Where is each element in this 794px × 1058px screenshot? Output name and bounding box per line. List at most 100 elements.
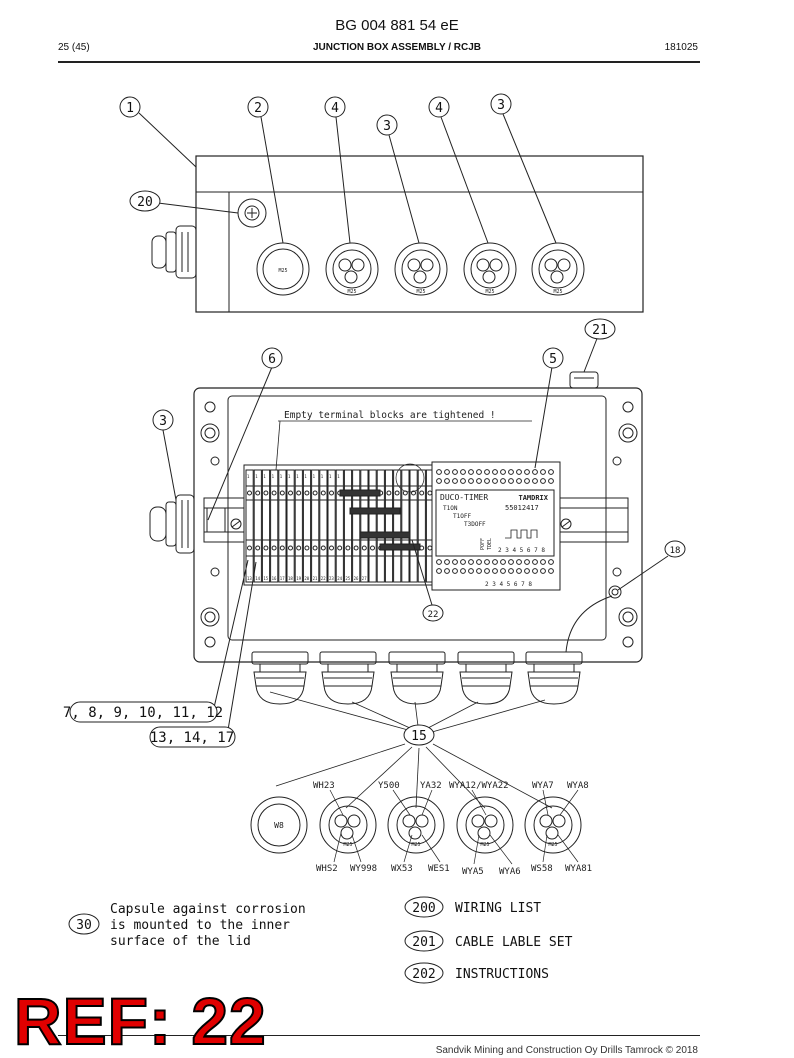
gland-size-label: M25	[416, 289, 425, 295]
callout-label: 21	[592, 323, 608, 338]
callout-label: 3	[497, 98, 505, 113]
timer-dot	[484, 469, 490, 475]
wire-label-leaders	[329, 789, 579, 865]
timer-dot	[524, 568, 530, 574]
terminal-number: 16	[272, 576, 277, 581]
timer-dot	[444, 478, 450, 484]
timer-dot	[468, 469, 474, 475]
terminal-number: 1	[329, 474, 332, 479]
timer-dot	[460, 559, 466, 565]
timer-dot	[548, 559, 554, 565]
gland-w8: W8	[250, 796, 308, 854]
legend-cable-label-set: CABLE LABLE SET	[455, 935, 573, 950]
terminal-number: 24	[337, 576, 342, 581]
timer-dot	[500, 568, 506, 574]
leader-line	[162, 429, 177, 501]
callout-label: 4	[331, 101, 339, 116]
timer-dot	[500, 559, 506, 565]
callout-20: 20	[129, 190, 161, 212]
callout-15: 15	[403, 724, 435, 746]
callout-3b: 3	[490, 93, 512, 115]
timer-dot	[460, 478, 466, 484]
callout-label: 6	[268, 352, 276, 367]
timer-dot	[524, 478, 530, 484]
timer-dot	[508, 559, 514, 565]
leader-line	[226, 561, 257, 737]
callout-label: 7, 8, 9, 10, 11, 12	[63, 705, 223, 721]
box-inner-outline	[227, 395, 607, 641]
terminal-number: 1	[280, 474, 283, 479]
timer-dot	[532, 559, 538, 565]
timer-dot	[468, 478, 474, 484]
timer-dot	[508, 478, 514, 484]
timer-dot	[492, 469, 498, 475]
gland-c: M25	[456, 796, 514, 854]
timer-tdel: TDEL	[487, 538, 493, 550]
callout-label: 202	[412, 967, 435, 982]
timer-dot	[540, 568, 546, 574]
timer-dot	[468, 568, 474, 574]
jumper-bar	[349, 507, 401, 515]
leader-line	[411, 539, 433, 606]
earth-wire	[565, 595, 613, 653]
terminal-block	[327, 469, 336, 583]
callout-label: 200	[412, 901, 435, 916]
timer-part-number: 55012417	[505, 504, 539, 512]
wire-label: WES1	[428, 864, 450, 874]
page-title: JUNCTION BOX ASSEMBLY / RCJB	[313, 42, 481, 53]
timer-waveform	[505, 529, 538, 539]
wire-label: YA32	[420, 781, 442, 791]
timer-dot	[476, 568, 482, 574]
wire-label: WHS2	[316, 864, 338, 874]
document-number: BG 004 881 54 eE	[335, 17, 459, 34]
wire-label: WS58	[531, 864, 553, 874]
timer-name: DUCO-TIMER	[440, 493, 488, 502]
gland-w8-label: W8	[274, 821, 284, 830]
timer-dot	[532, 478, 538, 484]
callout-22: 22	[422, 604, 444, 622]
terminal-block	[360, 469, 369, 583]
terminal-number: 1	[296, 474, 299, 479]
timer-dot	[460, 568, 466, 574]
box-bottom-glands	[251, 651, 583, 705]
callout-label: 1	[126, 101, 134, 116]
terminal-block	[294, 469, 303, 583]
callout-21: 21	[584, 318, 616, 340]
timer-dot	[516, 469, 522, 475]
terminal-number: 15	[263, 576, 268, 581]
wire-label: WYA81	[565, 864, 592, 874]
callout-label: 15	[411, 729, 427, 744]
terminal-block	[335, 469, 344, 583]
timer-dot	[492, 568, 498, 574]
legend-wiring-list: WIRING LIST	[455, 901, 541, 916]
gland-size-label: M25	[548, 842, 557, 848]
leader-line	[335, 116, 351, 244]
timer-dot	[444, 469, 450, 475]
timer-dot	[476, 478, 482, 484]
lid-gland-3: M25	[394, 242, 448, 296]
timer-dot	[548, 469, 554, 475]
callout-1: 1	[119, 96, 141, 118]
highlight-circle	[395, 463, 425, 493]
timer-dot	[436, 568, 442, 574]
document-date: 181025	[664, 42, 698, 53]
terminal-block	[319, 469, 328, 583]
leader-line	[212, 559, 249, 713]
terminal-number: 19	[296, 576, 301, 581]
lid-assembly: M25 M25 M25 M25 M25	[138, 112, 644, 313]
terminal-number: 1	[288, 474, 291, 479]
leader-line	[207, 366, 273, 521]
side-cable-gland	[151, 225, 197, 279]
timer-dot	[452, 469, 458, 475]
timer-dot	[492, 478, 498, 484]
timer-dot	[516, 478, 522, 484]
callout-4a: 4	[324, 96, 346, 118]
callout-4b: 4	[428, 96, 450, 118]
terminal-number: 1	[321, 474, 324, 479]
wire-label: WYA5	[462, 867, 484, 877]
page-indicator: 25 (45)	[58, 42, 90, 53]
wire-label: Y500	[378, 781, 400, 791]
terminal-number: 1	[304, 474, 307, 479]
